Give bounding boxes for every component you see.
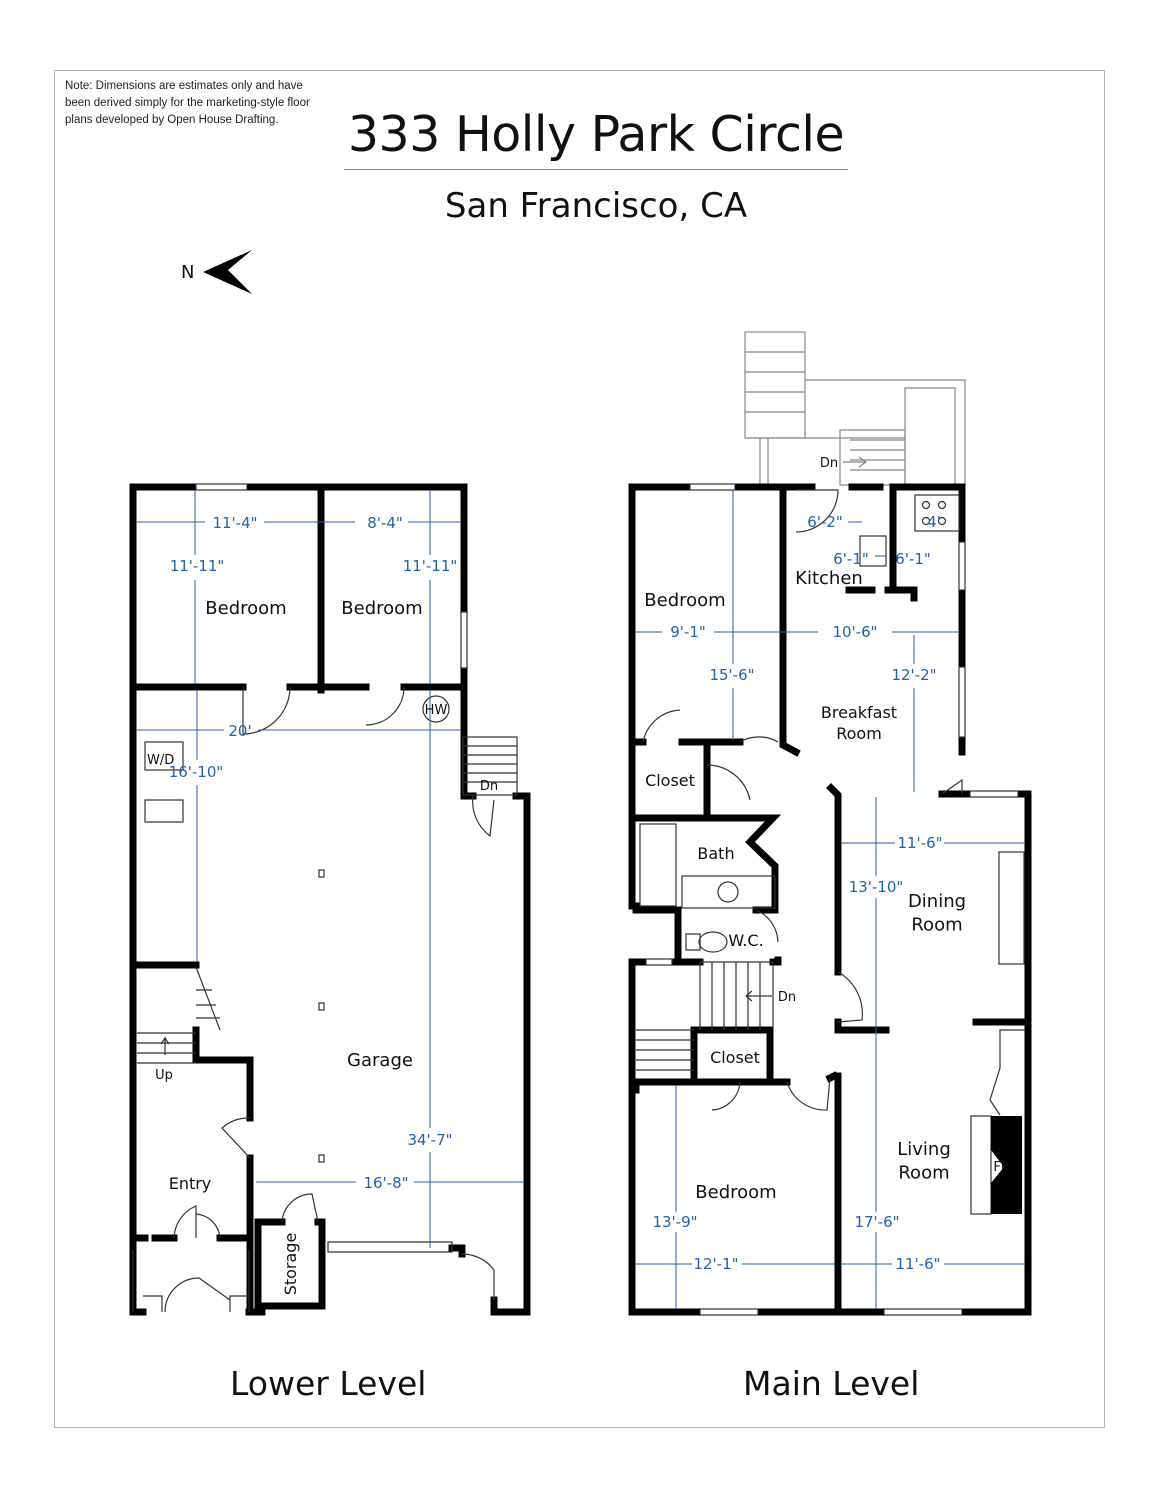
- dim-label: 12'-1": [693, 1255, 738, 1273]
- fireplace-icon: [991, 1116, 1022, 1214]
- main-level-dimension-lines: [635, 490, 1025, 1309]
- dim-label: 11'-11": [403, 557, 458, 575]
- dim-label: 11'-6": [897, 834, 942, 852]
- fixture-label-hw: HW: [425, 703, 448, 718]
- page-title: 333 Holly Park Circle: [347, 106, 845, 163]
- room-label-closet-top: Closet: [645, 771, 695, 790]
- lower-level-fixtures: [132, 483, 518, 1313]
- lower-level-walls: [129, 483, 531, 1316]
- dim-label: 34'-7": [407, 1131, 452, 1149]
- room-label-storage: Storage: [281, 1233, 300, 1296]
- fixture-label-up: Up: [155, 1068, 173, 1083]
- fixture-label-dn-lower: Dn: [480, 779, 498, 794]
- disclaimer-note: Note: Dimensions are estimates only and …: [65, 80, 310, 126]
- room-label-bedroom-main-bottom: Bedroom: [695, 1182, 776, 1203]
- dim-label: 12'-2": [891, 666, 936, 684]
- dim-label: 9'-1": [670, 623, 706, 641]
- room-label-bedroom-main-top: Bedroom: [644, 590, 725, 611]
- lower-level-dimension-lines: [136, 490, 524, 1248]
- dim-label: 20': [228, 722, 251, 740]
- dim-label: 11'-6": [895, 1255, 940, 1273]
- room-label-bedroom-lower-1: Bedroom: [205, 598, 286, 619]
- page-subtitle: San Francisco, CA: [444, 186, 748, 226]
- fixture-label-dn-stairs: Dn: [778, 990, 796, 1005]
- lower-level-plan: Bedroom Bedroom Garage Entry Storage HW …: [129, 483, 531, 1316]
- room-label-bath: Bath: [697, 844, 734, 863]
- room-label-kitchen: Kitchen: [795, 568, 863, 589]
- room-label-wc: W.C.: [728, 931, 763, 950]
- dim-label: 11'-4": [212, 514, 257, 532]
- room-label-entry: Entry: [169, 1174, 212, 1193]
- dim-label: 8'-4": [367, 514, 403, 532]
- north-label: N: [181, 262, 194, 283]
- fixture-label-wd: W/D: [147, 753, 174, 768]
- fixture-label-dn-deck: Dn: [820, 456, 838, 471]
- dim-label: 11'-11": [170, 557, 225, 575]
- title-underline: [344, 169, 848, 170]
- room-label-closet-bottom: Closet: [710, 1048, 760, 1067]
- dim-label: 16'-10": [169, 763, 224, 781]
- dim-label: 10'-6": [832, 623, 877, 641]
- dim-label: 6'-1": [895, 550, 931, 568]
- rear-deck-and-stairs: [744, 331, 966, 486]
- lower-level-labels: Bedroom Bedroom Garage Entry Storage HW …: [147, 514, 498, 1295]
- main-level-fixtures: [636, 483, 1025, 1316]
- room-label-bedroom-lower-2: Bedroom: [341, 598, 422, 619]
- dim-label: 6'-1": [833, 550, 869, 568]
- page-frame: [54, 70, 1105, 1428]
- dim-label: 17'-6": [854, 1213, 899, 1231]
- room-label-garage: Garage: [347, 1050, 413, 1071]
- main-level-walls: [628, 483, 1032, 1316]
- compass: N: [181, 250, 252, 294]
- main-level-label: Main Level: [743, 1364, 920, 1403]
- dim-label: 16'-8": [363, 1174, 408, 1192]
- dim-label: 13'-9": [652, 1213, 697, 1231]
- lower-level-label: Lower Level: [230, 1364, 427, 1403]
- north-arrow-icon: [203, 250, 252, 294]
- dim-label: 4': [927, 513, 941, 531]
- fixture-label-fp: FP: [993, 1160, 1008, 1175]
- dim-label: 6'-2": [807, 513, 843, 531]
- dim-label: 13'-10": [849, 878, 904, 896]
- dim-label: 15'-6": [709, 666, 754, 684]
